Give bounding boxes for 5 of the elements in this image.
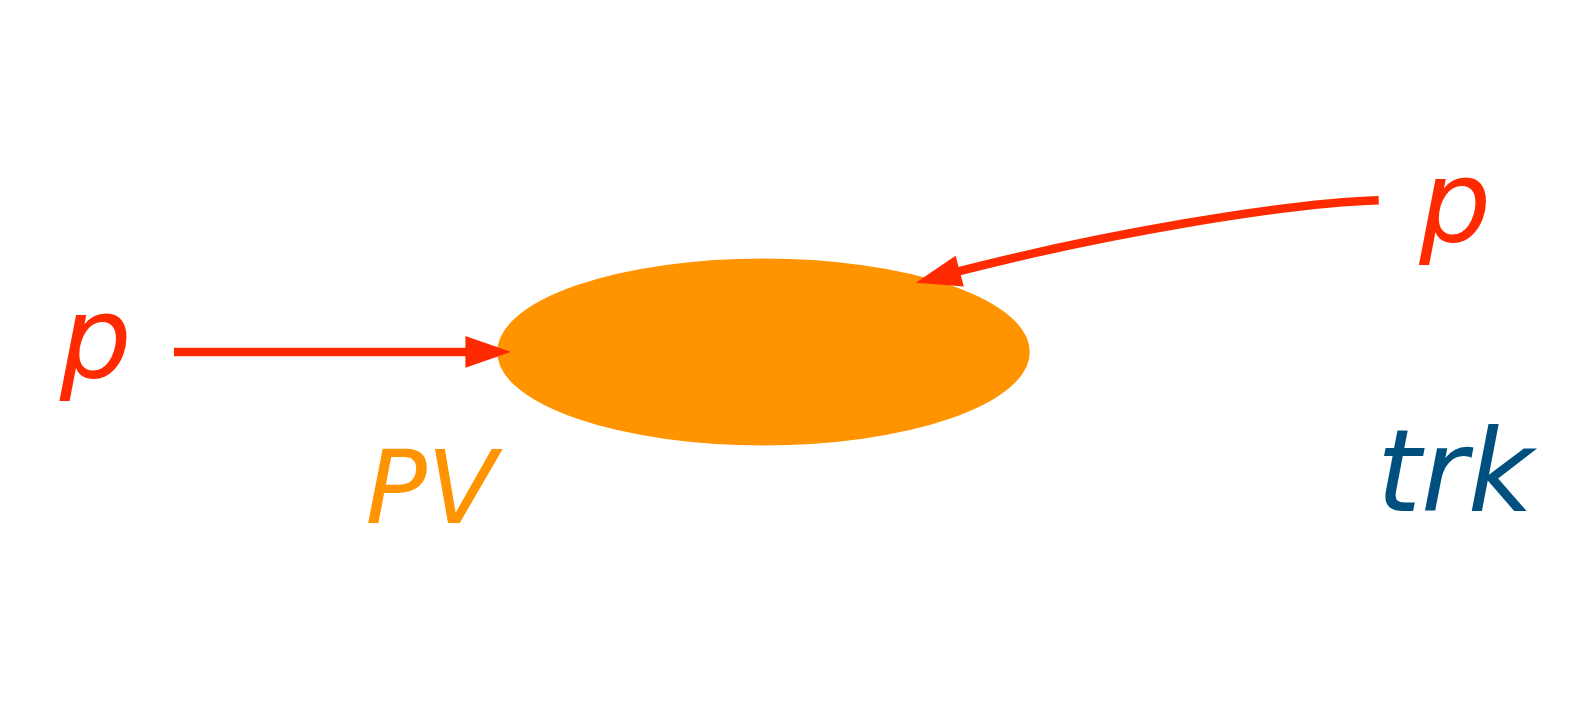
node-text: p xyxy=(1419,136,1492,269)
node-ellipse xyxy=(497,258,1030,446)
arrow xyxy=(173,336,511,368)
arrow xyxy=(915,196,1379,287)
node-text: p xyxy=(59,272,132,405)
